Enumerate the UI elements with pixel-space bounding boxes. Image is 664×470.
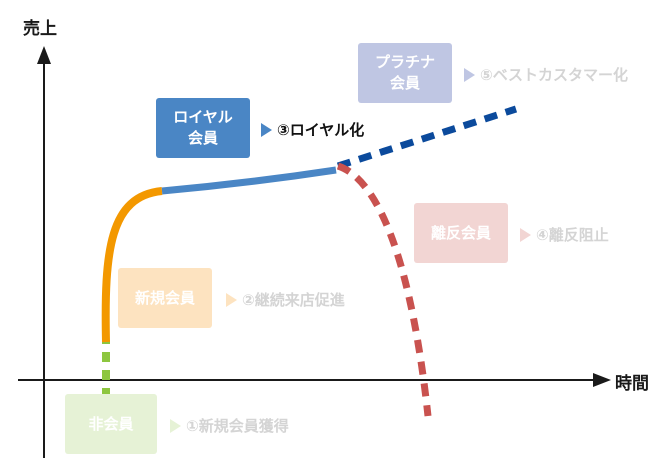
churn-member-box-label: 離反会員: [430, 223, 491, 242]
platinum-member-arrow-icon: [464, 67, 475, 82]
new-member-box: 新規会員: [118, 268, 212, 328]
loyal-member-box-line-2: 会員: [187, 129, 218, 147]
platinum-member-step-label: ⑤ベストカスタマー化: [480, 66, 629, 84]
loyal-member-box: ロイヤル 会員: [156, 98, 250, 158]
loyal-member-box-line-1: ロイヤル: [173, 108, 233, 126]
y-axis-arrowhead: [37, 46, 51, 64]
new-member-step: ②継続来店促進: [226, 289, 345, 310]
new-member-arrow-icon: [226, 292, 237, 307]
loyal-member-arrow-icon: [261, 122, 272, 137]
x-axis-arrowhead: [593, 373, 611, 387]
platinum-dashed-segment: [336, 105, 518, 170]
loyal-member-curve: [161, 166, 337, 195]
y-axis-label: 売上: [23, 19, 57, 39]
new-member-growth-curve: [101, 187, 163, 343]
non-member-arrow-icon: [170, 418, 181, 433]
non-member-step-label: ①新規会員獲得: [186, 417, 289, 435]
platinum-member-box-line-2: 会員: [389, 74, 420, 92]
platinum-member-box-line-1: プラチナ: [374, 53, 435, 71]
loyal-member-step: ③ロイヤル化: [261, 119, 364, 140]
new-member-step-label: ②継続来店促進: [242, 291, 345, 309]
non-member-box-label: 非会員: [88, 414, 134, 433]
x-axis-label: 時間: [615, 374, 649, 394]
churn-member-box: 離反会員: [414, 203, 508, 263]
non-member-box: 非会員: [65, 394, 157, 454]
platinum-member-box: プラチナ 会員: [358, 43, 452, 103]
non-member-step: ①新規会員獲得: [170, 415, 289, 436]
churn-member-arrow-icon: [520, 227, 531, 242]
loyal-member-step-label: ③ロイヤル化: [277, 121, 365, 139]
churn-member-step-label: ④離反阻止: [536, 226, 609, 244]
new-member-box-label: 新規会員: [134, 288, 195, 307]
churn-member-step: ④離反阻止: [520, 224, 609, 245]
platinum-member-step: ⑤ベストカスタマー化: [464, 64, 628, 85]
